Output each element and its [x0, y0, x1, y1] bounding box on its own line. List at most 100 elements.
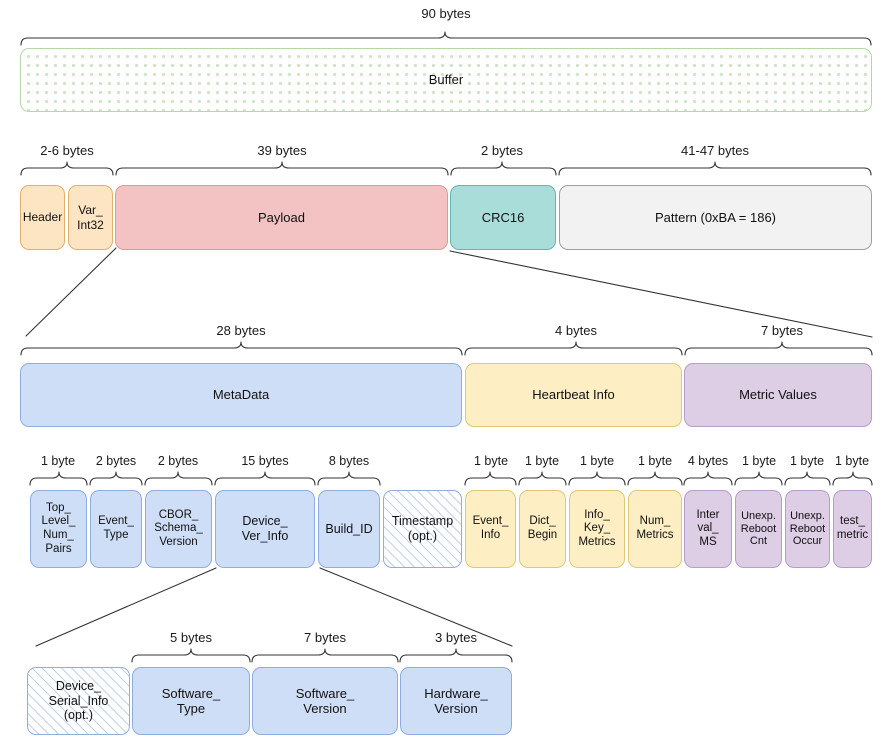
field-cbor-schema-version: CBOR_ Schema_ Version	[145, 490, 212, 568]
field-metric-values: Metric Values	[684, 363, 872, 427]
field-top-level-num-pairs: Top_ Level_ Num_ Pairs	[30, 490, 87, 568]
field-metric-values-label: Metric Values	[739, 387, 817, 403]
brace-metadata	[20, 341, 463, 356]
field-unexp-reboot-occur-label: Unexp. Reboot Occur	[789, 509, 826, 548]
field-var-int32: Var_ Int32	[68, 185, 113, 250]
size-label-build-id: 8 bytes	[328, 454, 370, 468]
field-dict-begin: Dict_ Begin	[519, 490, 566, 568]
brace-cbor	[144, 471, 213, 486]
field-event-info-label: Event_ Info	[472, 515, 509, 541]
field-heartbeat-info-label: Heartbeat Info	[532, 387, 615, 403]
size-label-heartbeat: 4 bytes	[555, 323, 597, 338]
brace-top-level	[29, 471, 88, 486]
field-unexp-reboot-cnt: Unexp. Reboot Cnt	[735, 490, 782, 568]
size-label-hardware-version: 3 bytes	[435, 630, 477, 645]
size-label-num-metrics: 1 byte	[637, 454, 673, 468]
field-test-metric: test_ metric	[833, 490, 872, 568]
field-num-metrics: Num_ Metrics	[628, 490, 682, 568]
field-software-type-label: Software_ Type	[161, 685, 221, 716]
size-label-header-varint: 2-6 bytes	[40, 143, 94, 158]
brace-test-metric	[832, 471, 873, 486]
field-interval-ms: Inter val_ MS	[684, 490, 732, 568]
field-timestamp: Timestamp (opt.)	[383, 490, 462, 568]
field-software-type: Software_ Type	[132, 667, 250, 735]
brace-payload	[115, 161, 449, 176]
brace-event-info	[464, 471, 517, 486]
field-test-metric-label: test_ metric	[836, 515, 869, 541]
brace-dict-begin	[518, 471, 567, 486]
brace-unexp-occur	[784, 471, 831, 486]
field-header-label: Header	[22, 210, 63, 225]
field-device-ver-info: Device_ Ver_Info	[215, 490, 315, 568]
brace-pattern	[558, 161, 872, 176]
size-label-payload: 39 bytes	[257, 143, 307, 158]
field-timestamp-label: Timestamp (opt.)	[391, 514, 454, 543]
field-top-level-num-pairs-label: Top_ Level_ Num_ Pairs	[41, 501, 76, 555]
size-label-unexp-reboot-cnt: 1 byte	[741, 454, 777, 468]
brace-device-ver	[214, 471, 316, 486]
size-label-dict-begin: 1 byte	[524, 454, 560, 468]
size-label-unexp-reboot-occur: 1 byte	[789, 454, 825, 468]
field-device-ver-info-label: Device_ Ver_Info	[241, 514, 289, 543]
field-software-version-label: Software_ Version	[295, 685, 355, 716]
brace-metrics	[684, 341, 873, 356]
field-var-int32-label: Var_ Int32	[77, 203, 104, 232]
field-buffer: Buffer	[20, 48, 872, 112]
field-hardware-version: Hardware_ Version	[400, 667, 512, 735]
field-crc16: CRC16	[450, 185, 556, 250]
brace-event-type	[89, 471, 143, 486]
field-info-key-metrics-label: Info_ Key_ Metrics	[578, 508, 616, 548]
field-unexp-reboot-occur: Unexp. Reboot Occur	[785, 490, 830, 568]
field-info-key-metrics: Info_ Key_ Metrics	[569, 490, 625, 568]
field-cbor-schema-version-label: CBOR_ Schema_ Version	[154, 508, 203, 548]
field-pattern-label: Pattern (0xBA = 186)	[654, 209, 777, 225]
brace-buffer-total	[20, 31, 872, 46]
field-num-metrics-label: Num_ Metrics	[636, 515, 674, 541]
field-metadata: MetaData	[20, 363, 462, 427]
size-label-buffer-total: 90 bytes	[421, 6, 471, 21]
field-dict-begin-label: Dict_ Begin	[527, 515, 558, 541]
size-label-event-type: 2 bytes	[95, 454, 137, 468]
field-event-info: Event_ Info	[465, 490, 516, 568]
brace-software-type	[131, 648, 251, 663]
size-label-test-metric: 1 byte	[834, 454, 870, 468]
field-hardware-version-label: Hardware_ Version	[424, 685, 488, 716]
size-label-cbor-schema: 2 bytes	[157, 454, 199, 468]
size-label-metrics: 7 bytes	[761, 323, 803, 338]
field-software-version: Software_ Version	[252, 667, 398, 735]
size-label-top-level: 1 byte	[40, 454, 76, 468]
size-label-metadata: 28 bytes	[216, 323, 266, 338]
field-heartbeat-info: Heartbeat Info	[465, 363, 682, 427]
field-event-type: Event_ Type	[90, 490, 142, 568]
brace-heartbeat	[464, 341, 683, 356]
size-label-software-version: 7 bytes	[304, 630, 346, 645]
brace-hardware-version	[399, 648, 513, 663]
size-label-interval-ms: 4 bytes	[687, 454, 729, 468]
brace-build-id	[317, 471, 381, 486]
field-interval-ms-label: Inter val_ MS	[696, 508, 720, 548]
field-event-type-label: Event_ Type	[98, 515, 134, 541]
field-buffer-label: Buffer	[428, 72, 464, 88]
field-crc16-label: CRC16	[481, 209, 525, 225]
size-label-event-info: 1 byte	[473, 454, 509, 468]
brace-header-varint	[20, 161, 114, 176]
brace-info-key-metrics	[568, 471, 626, 486]
brace-crc16	[450, 161, 557, 176]
field-device-serial-info-label: Device_ Serial_Info (opt.)	[48, 678, 109, 723]
size-label-info-key-metrics: 1 byte	[579, 454, 615, 468]
field-device-serial-info: Device_ Serial_Info (opt.)	[27, 667, 130, 735]
connector-payload-left	[25, 247, 117, 337]
field-header: Header	[20, 185, 65, 250]
field-metadata-label: MetaData	[212, 387, 270, 403]
field-payload-label: Payload	[258, 209, 305, 225]
size-label-crc16: 2 bytes	[481, 143, 523, 158]
brace-interval-ms	[683, 471, 733, 486]
size-label-software-type: 5 bytes	[170, 630, 212, 645]
field-pattern: Pattern (0xBA = 186)	[559, 185, 872, 250]
field-unexp-reboot-cnt-label: Unexp. Reboot Cnt	[740, 509, 777, 548]
size-label-device-ver: 15 bytes	[241, 454, 289, 468]
brace-unexp-cnt	[734, 471, 783, 486]
brace-num-metrics	[627, 471, 683, 486]
field-payload: Payload	[115, 185, 448, 250]
